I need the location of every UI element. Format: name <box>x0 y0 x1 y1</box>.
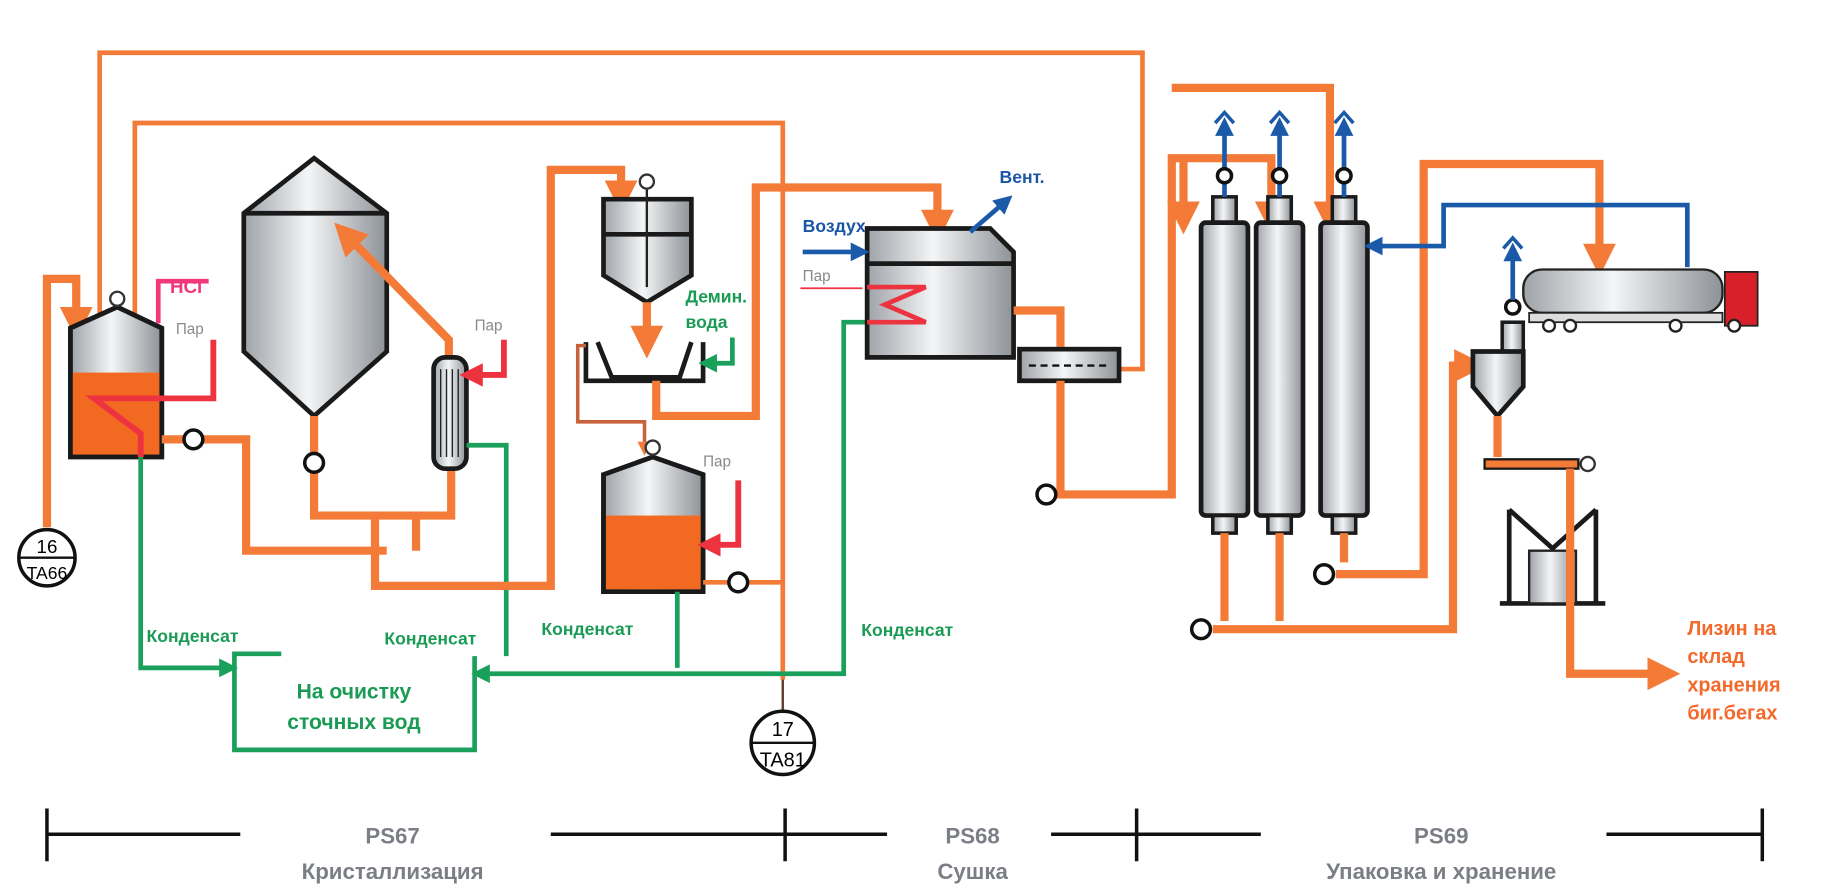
instrument-17-ta81: 17 TA81 <box>749 679 817 777</box>
crystallizer <box>241 155 390 420</box>
pump-icon <box>1189 618 1213 641</box>
instrument-16-ta66: 16 TA66 <box>17 527 77 588</box>
cyclone-hopper <box>1470 235 1526 420</box>
centrifuge <box>583 341 706 384</box>
demin-water-label: вода <box>686 312 728 332</box>
section-code: PS67 <box>365 824 419 849</box>
big-bag-filling-station <box>1499 507 1606 606</box>
steam-label: Пар <box>703 453 731 470</box>
output-label: склад <box>1687 646 1745 668</box>
pump-icon <box>182 428 205 451</box>
steam-label: Пар <box>176 321 204 338</box>
pump-icon <box>1312 562 1336 586</box>
section-name: Упаковка и хранение <box>1326 859 1556 884</box>
output-label: биг.бегах <box>1687 702 1777 724</box>
wastewater-label: сточных вод <box>287 711 420 734</box>
motor-icon <box>638 173 656 190</box>
heat-exchanger <box>431 355 469 472</box>
wastewater-label: На очистку <box>297 680 412 703</box>
condensate-label: Конденсат <box>861 620 953 640</box>
motor-icon <box>1579 455 1596 473</box>
acidification-tank <box>68 290 217 460</box>
storage-silos <box>1198 109 1370 535</box>
mixing-tank <box>601 173 694 306</box>
demin-water-label: Демин. <box>686 286 748 306</box>
tanker-truck-icon <box>1522 268 1759 333</box>
output-label: хранения <box>1687 674 1780 696</box>
svg-text:16: 16 <box>37 536 58 557</box>
svg-text:TA66: TA66 <box>27 563 68 583</box>
dissolving-tank <box>601 439 706 595</box>
svg-text:TA81: TA81 <box>760 749 806 771</box>
section-scale <box>45 808 1765 862</box>
vent-label: Вент. <box>1000 167 1045 187</box>
dryer <box>864 226 1016 360</box>
recycle-lines <box>42 50 1145 680</box>
condensate-label: Конденсат <box>384 628 476 648</box>
pump-icon <box>302 451 326 474</box>
pump-icon <box>1035 483 1058 506</box>
fluid-bed-cooler <box>1017 346 1122 384</box>
section-name: Сушка <box>937 859 1008 884</box>
section-name: Кристаллизация <box>302 859 484 884</box>
screw-conveyor <box>1483 455 1596 473</box>
air-label: Воздух <box>803 216 866 236</box>
svg-text:17: 17 <box>772 719 794 741</box>
section-code: PS68 <box>945 824 999 849</box>
section-code: PS69 <box>1414 824 1468 849</box>
motor-icon <box>109 290 126 307</box>
condensate-label: Конденсат <box>541 619 633 639</box>
steam-label: Пар <box>803 268 831 285</box>
steam-label: Пар <box>475 317 503 334</box>
motor-icon <box>644 439 661 456</box>
condensate-label: Конденсат <box>147 626 239 646</box>
condensate-lines <box>138 319 868 753</box>
pump-icon <box>727 571 750 594</box>
output-label: Лизин на <box>1687 618 1777 640</box>
